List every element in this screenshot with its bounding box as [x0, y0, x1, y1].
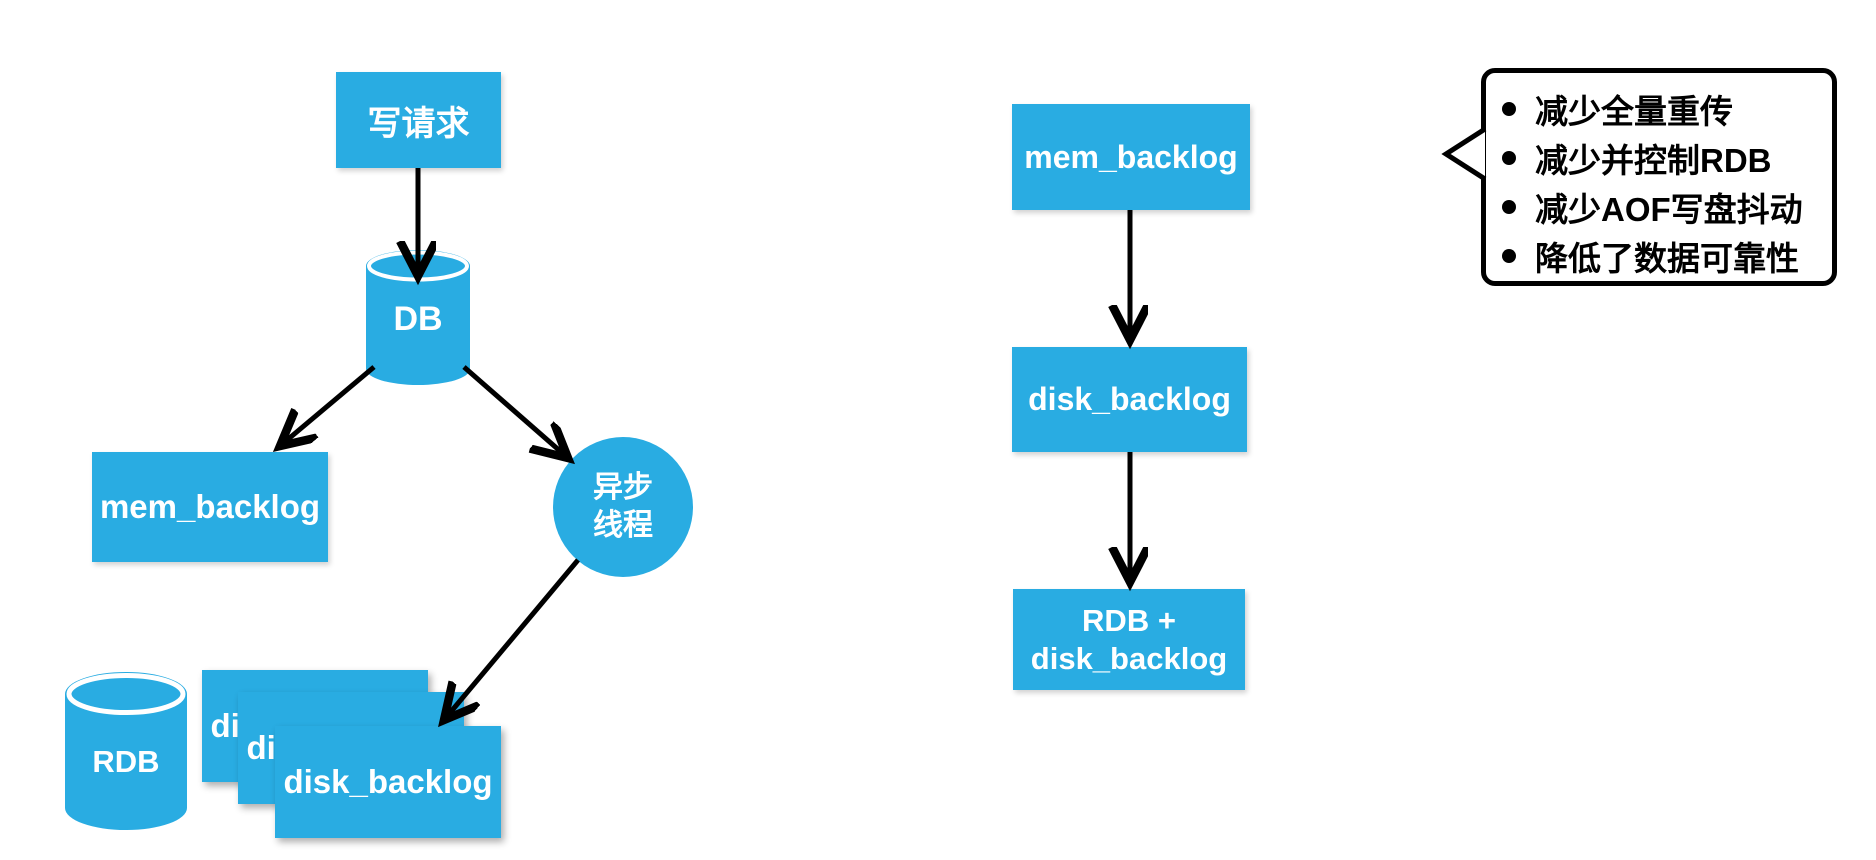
node-disk-backlog-mid: disk_backlog	[1012, 347, 1247, 452]
rdb-disk-backlog-line2: disk_backlog	[1030, 640, 1228, 676]
callout-item-text: 减少全量重传	[1535, 92, 1733, 130]
callout-item: 减少全量重传	[1500, 84, 1818, 133]
node-mem-backlog-left: mem_backlog	[92, 452, 328, 562]
callout-list: 减少全量重传 减少并控制RDB 减少AOF写盘抖动 降低了数据可靠性	[1500, 84, 1818, 280]
bullet-dot-icon	[1502, 150, 1516, 165]
disk-backlog-front-label: disk_backlog	[283, 763, 493, 800]
arrow-db-to-mem-backlog	[280, 365, 376, 446]
node-mem-backlog-mid: mem_backlog	[1012, 104, 1250, 210]
callout-item-text: 减少AOF写盘抖动	[1535, 190, 1803, 228]
node-async-thread: 异步 线程	[553, 437, 693, 577]
async-thread-line1: 异步	[593, 470, 653, 504]
callout-item-text: 降低了数据可靠性	[1535, 239, 1799, 277]
rdb-cylinder-label: RDB	[92, 744, 160, 779]
node-write-request-label: 写请求	[367, 104, 470, 143]
callout-pointer-fill	[1446, 129, 1485, 179]
rdb-cylinder-shape	[65, 672, 187, 830]
node-mem-backlog-mid-label: mem_backlog	[1024, 138, 1238, 175]
node-mem-backlog-left-label: mem_backlog	[99, 488, 321, 525]
arrow-db-to-async-thread	[462, 365, 568, 458]
bullet-dot-icon	[1502, 101, 1516, 116]
bullet-dot-icon	[1502, 199, 1516, 214]
callout-pointer-icon	[1441, 126, 1487, 182]
arrow-async-thread-to-disk-backlog	[444, 558, 580, 720]
bullet-dot-icon	[1502, 248, 1516, 263]
callout-item-text: 减少并控制RDB	[1535, 141, 1772, 179]
callout-item: 减少AOF写盘抖动	[1500, 182, 1818, 231]
callout-item: 减少并控制RDB	[1500, 133, 1818, 182]
db-cylinder: DB	[366, 250, 470, 385]
node-disk-backlog-mid-label: disk_backlog	[1028, 381, 1231, 417]
node-disk-backlog-stack-front: disk_backlog	[275, 726, 501, 838]
rdb-disk-backlog-line1: RDB +	[1082, 602, 1176, 638]
node-rdb-disk-backlog: RDB + disk_backlog	[1013, 589, 1245, 690]
node-write-request: 写请求	[336, 72, 501, 168]
callout-notes: 减少全量重传 减少并控制RDB 减少AOF写盘抖动 降低了数据可靠性	[1481, 68, 1837, 286]
db-cylinder-label: DB	[393, 300, 443, 338]
async-thread-line2: 线程	[593, 509, 653, 542]
callout-item: 降低了数据可靠性	[1500, 231, 1818, 280]
rdb-cylinder: RDB	[65, 672, 187, 830]
